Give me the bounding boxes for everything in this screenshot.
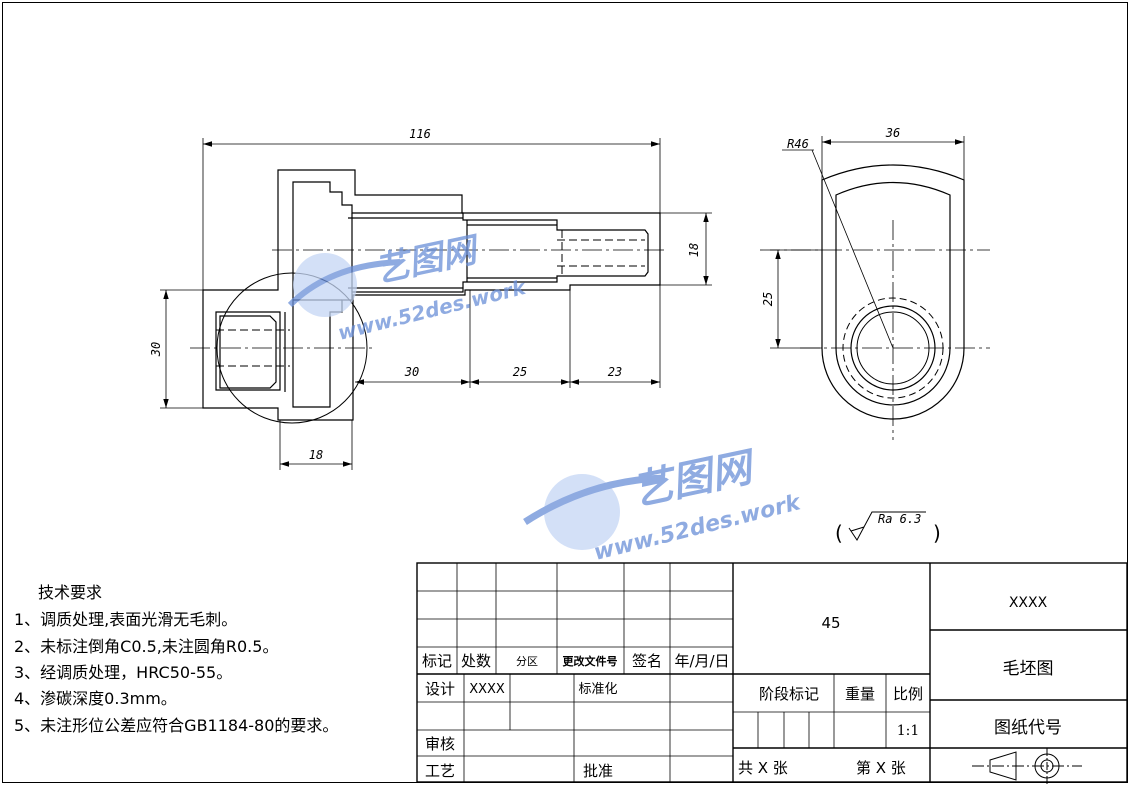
dim-side-width: 36 [885,126,900,140]
dim-side-height: 25 [761,292,775,306]
watermark-url-top: www.52des.work [335,275,529,345]
rev-header-signature: 签名 [632,652,662,670]
dim-step-1: 30 [404,365,419,379]
design-label: 设计 [425,680,455,698]
review-label: 审核 [425,735,455,753]
rev-header-mark: 标记 [422,652,452,670]
approve-label: 批准 [583,762,613,780]
process-label: 工艺 [425,762,455,780]
notes-item-4: 4、渗碳深度0.3mm。 [14,689,177,708]
rev-header-date: 年/月/日 [674,652,729,670]
stage-label: 阶段标记 [759,685,819,703]
notes-item-2: 2、未标注倒角C0.5,未注圆角R0.5。 [14,637,278,656]
material-value: 45 [821,614,840,632]
designer-name: XXXX [469,682,505,697]
surface-finish-close: ) [933,521,941,545]
sheet-number: 第 X 张 [856,759,906,777]
globe-icon [293,253,357,317]
drawing-code-label: 图纸代号 [994,718,1062,738]
standardize-label: 标准化 [578,682,617,697]
front-view-centerlines [190,249,668,349]
notes-item-1: 1、调质处理,表面光滑无毛刺。 [14,610,237,629]
notes-item-5: 5、未注形位公差应符合GB1184-80的要求。 [14,716,338,735]
rev-header-doc: 更改文件号 [563,654,618,668]
notes-item-3: 3、经调质处理，HRC50-55。 [14,663,232,682]
surface-finish-open: ( [835,521,843,545]
watermark-top: 艺图网 www.52des.work [287,229,529,345]
scale-value: 1:1 [897,723,920,739]
dim-side-radius: R46 [787,137,809,151]
globe-icon [544,474,620,550]
surface-finish-value: Ra 6.3 [878,512,921,526]
dim-left-height: 30 [149,342,163,357]
dim-step-2: 25 [513,365,527,379]
scale-label: 比例 [893,685,923,703]
side-view-centerlines [760,220,990,440]
dim-step-3: 23 [608,365,622,379]
technical-requirements: 技术要求 1、调质处理,表面光滑无毛刺。 2、未标注倒角C0.5,未注圆角R0.… [14,583,338,735]
notes-title: 技术要求 [38,583,102,602]
side-view-dimensions [770,136,965,349]
title-block [416,562,1128,783]
surface-finish-symbol: ( Ra 6.3 ) [835,511,941,545]
company-name: XXXX [1009,595,1048,611]
dim-shaft-height: 18 [687,243,701,257]
projection-symbol-icon [972,748,1082,784]
title-block-text: 标记 处数 分区 更改文件号 签名 年/月/日 设计 XXXX 标准化 审核 工… [422,595,1062,780]
dim-overall-length: 116 [409,127,431,141]
front-view-dimensions [160,138,712,470]
sheets-total: 共 X 张 [738,759,788,777]
front-view [202,169,661,424]
dim-flange-width: 18 [309,448,323,462]
front-view-dimension-labels: 116 30 18 30 25 23 18 [149,127,701,462]
side-view-dimension-labels: 36 R46 25 [761,126,900,306]
watermark-center: 艺图网 www.52des.work [523,444,804,566]
side-view [811,149,965,420]
rev-header-zone: 分区 [516,655,538,668]
drawing-name: 毛坯图 [1003,659,1054,679]
rev-header-count: 处数 [461,652,491,670]
weight-label: 重量 [845,685,875,703]
roughness-icon [848,511,926,541]
